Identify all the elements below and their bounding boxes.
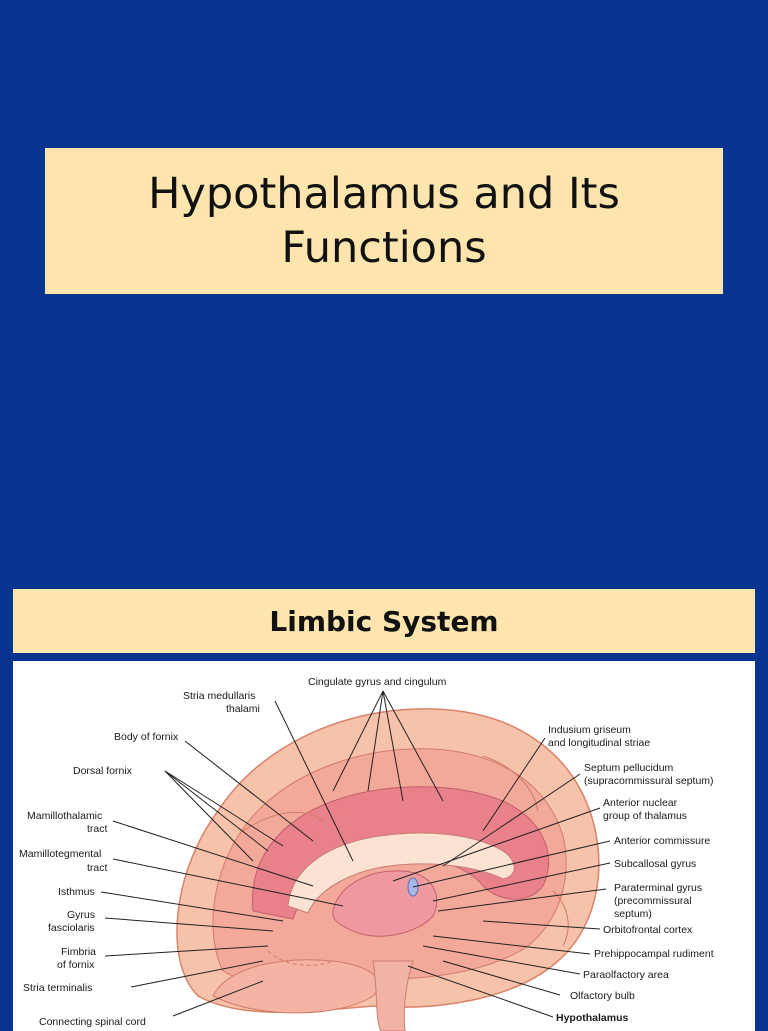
- label-paraterminal-gyrus-3: septum): [614, 908, 652, 920]
- label-prehippocampal-rudiment: Prehippocampal rudiment: [594, 948, 714, 960]
- label-gyrus-fasciolaris: Gyrus: [67, 909, 95, 921]
- label-mamillotegmental-tract: Mamillotegmental: [19, 848, 101, 860]
- label-olfactory-bulb: Olfactory bulb: [570, 990, 635, 1002]
- limbic-system-figure: Cingulate gyrus and cingulum Stria medul…: [13, 661, 755, 1031]
- label-dorsal-fornix: Dorsal fornix: [73, 765, 133, 777]
- label-fimbria-2: of fornix: [57, 959, 95, 971]
- corpus-callosum: [287, 832, 515, 914]
- label-indusium-griseum: Indusium griseum: [548, 724, 631, 736]
- slide-title: Hypothalamus and Its Functions: [148, 169, 620, 273]
- label-body-of-fornix: Body of fornix: [114, 731, 179, 743]
- label-indusium-griseum-2: and longitudinal striae: [548, 737, 650, 749]
- limbic-system-slide: Limbic System: [0, 585, 768, 1031]
- label-paraolfactory-area: Paraolfactory area: [583, 969, 669, 981]
- label-stria-medullaris: Stria medullaris: [183, 690, 255, 702]
- label-fimbria: Fimbria: [61, 946, 96, 958]
- label-anterior-nuclear: Anterior nuclear: [603, 797, 678, 809]
- label-cingulate-gyrus: Cingulate gyrus and cingulum: [308, 676, 447, 688]
- label-gyrus-fasciolaris-2: fasciolaris: [48, 922, 95, 934]
- brain-illustration: Cingulate gyrus and cingulum Stria medul…: [19, 676, 714, 1031]
- label-connecting-spinal-cord: Connecting spinal cord: [39, 1016, 146, 1028]
- slide-heading: Limbic System: [269, 604, 499, 638]
- brainstem: [372, 960, 414, 1031]
- label-paraterminal-gyrus-2: (precommissural: [614, 895, 692, 907]
- label-stria-terminalis: Stria terminalis: [23, 982, 92, 994]
- label-subcallosal-gyrus: Subcallosal gyrus: [614, 858, 696, 870]
- title-box: Hypothalamus and Its Functions: [45, 148, 723, 294]
- label-mamillothalamic-tract-2: tract: [87, 823, 108, 835]
- label-orbitofrontal-cortex: Orbitofrontal cortex: [603, 924, 693, 936]
- label-stria-medullaris-2: thalami: [226, 703, 260, 715]
- label-anterior-commissure: Anterior commissure: [614, 835, 710, 847]
- leader-lines: [100, 690, 611, 1018]
- label-hypothalamus: Hypothalamus: [556, 1012, 629, 1024]
- label-mamillotegmental-tract-2: tract: [87, 862, 108, 874]
- label-anterior-nuclear-2: group of thalamus: [603, 810, 687, 822]
- label-mamillothalamic-tract: Mamillothalamic: [27, 810, 102, 822]
- label-paraterminal-gyrus: Paraterminal gyrus: [614, 882, 702, 894]
- label-septum-pellucidum-2: (supracommissural septum): [584, 775, 714, 787]
- label-septum-pellucidum: Septum pellucidum: [584, 762, 674, 774]
- label-isthmus: Isthmus: [58, 886, 95, 898]
- heading-box: Limbic System: [13, 589, 755, 653]
- title-slide: Hypothalamus and Its Functions: [45, 148, 723, 294]
